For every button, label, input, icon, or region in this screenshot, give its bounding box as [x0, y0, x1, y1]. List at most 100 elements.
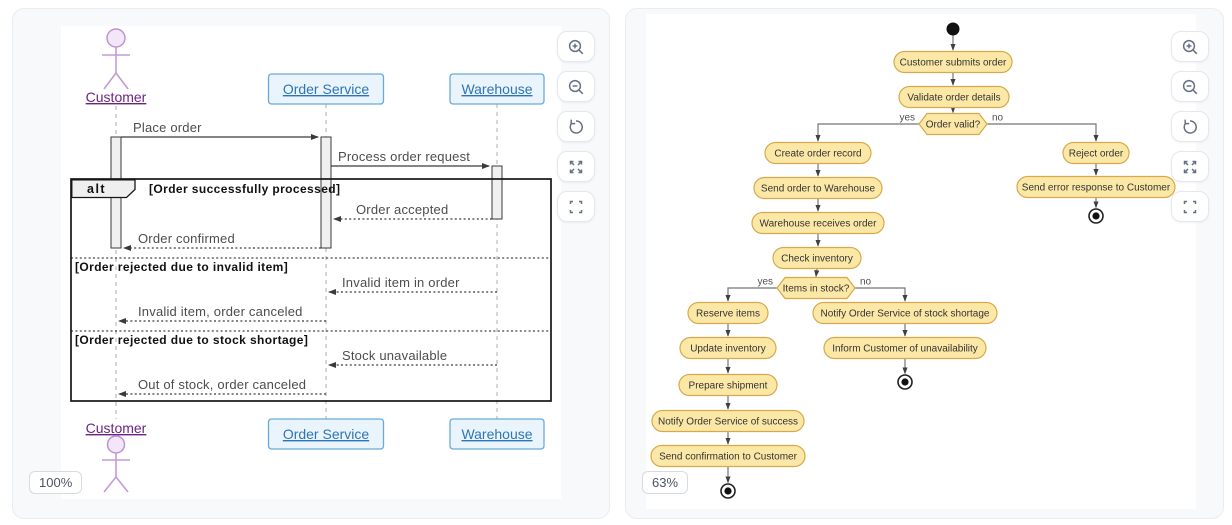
zoom-out-button[interactable]	[1171, 71, 1209, 102]
node-create-order-record: Create order record	[764, 141, 872, 165]
svg-text:Reject order: Reject order	[1069, 149, 1124, 160]
activity-diagram-canvas[interactable]: Customer submits order Validate order de…	[646, 14, 1196, 509]
node-reject-order: Reject order	[1062, 141, 1130, 165]
branch-label-yes: yes	[899, 113, 915, 124]
svg-text:Warehouse receives order: Warehouse receives order	[760, 219, 878, 230]
svg-text:Order confirmed: Order confirmed	[138, 231, 235, 246]
participant-order-service-top: Order Service	[267, 73, 385, 105]
svg-text:Customer submits order: Customer submits order	[900, 58, 1007, 69]
decision-order-valid: Order valid? yes no	[899, 113, 1004, 136]
expand-button[interactable]	[557, 151, 595, 182]
zoom-out-icon	[568, 79, 584, 94]
participant-warehouse-top: Warehouse	[449, 73, 545, 105]
activation-warehouse	[491, 165, 503, 220]
zoom-level-badge: 100%	[29, 471, 83, 494]
svg-text:Check inventory: Check inventory	[781, 254, 853, 265]
sequence-diagram-canvas[interactable]: Customer Order Service Warehouse Plac	[61, 26, 561, 499]
branch-label-yes: yes	[757, 277, 773, 288]
node-notify-order-service-of-stock-shortage: Notify Order Service of stock shortage	[812, 301, 998, 325]
message-out-of-stock-order-canceled: Out of stock, order canceled	[118, 377, 326, 397]
svg-text:Place order: Place order	[133, 120, 202, 135]
reset-view-button[interactable]	[557, 111, 595, 142]
svg-text:Update inventory: Update inventory	[690, 344, 766, 355]
reset-view-icon	[1183, 119, 1197, 134]
svg-text:Items in stock?: Items in stock?	[783, 284, 850, 295]
node-send-error-response-to-customer: Send error response to Customer	[1016, 175, 1176, 199]
alt-operator: alt	[87, 182, 106, 196]
node-notify-order-service-of-success: Notify Order Service of success	[651, 409, 805, 433]
node-send-order-to-warehouse: Send order to Warehouse	[753, 176, 883, 200]
node-check-inventory: Check inventory	[772, 246, 862, 270]
guard-success: [Order successfully processed]	[149, 182, 340, 196]
actor-customer-top: Customer	[86, 28, 147, 105]
node-update-inventory: Update inventory	[679, 336, 777, 360]
actor-label-customer-bottom: Customer	[86, 420, 147, 436]
svg-text:Stock unavailable: Stock unavailable	[342, 348, 447, 363]
actor-label-customer: Customer	[86, 89, 147, 105]
fit-to-screen-button[interactable]	[557, 191, 595, 222]
branch-label-no: no	[860, 277, 872, 288]
actor-customer-bottom: Customer	[86, 420, 147, 493]
fit-to-screen-icon	[1183, 200, 1197, 213]
node-inform-customer-of-unavailability: Inform Customer of unavailability	[823, 336, 987, 360]
svg-text:Invalid item in order: Invalid item in order	[342, 275, 460, 290]
node-send-confirmation-to-customer: Send confirmation to Customer	[650, 444, 806, 468]
expand-icon	[569, 160, 583, 173]
fit-to-screen-button[interactable]	[1171, 191, 1209, 222]
svg-text:Order valid?: Order valid?	[926, 120, 981, 131]
svg-text:Send order to Warehouse: Send order to Warehouse	[761, 184, 876, 195]
message-place-order: Place order	[121, 120, 319, 140]
zoom-out-button[interactable]	[557, 71, 595, 102]
message-invalid-item-in-order: Invalid item in order	[328, 275, 497, 295]
message-process-order-request: Process order request	[331, 149, 490, 169]
fit-to-screen-icon	[569, 200, 583, 213]
participant-label-warehouse-bottom: Warehouse	[461, 426, 532, 442]
reset-view-icon	[569, 119, 583, 134]
svg-text:Invalid item, order canceled: Invalid item, order canceled	[138, 304, 303, 319]
zoom-in-button[interactable]	[1171, 31, 1209, 62]
message-invalid-item-order-canceled: Invalid item, order canceled	[118, 304, 326, 324]
participant-order-service-bottom: Order Service	[267, 418, 385, 450]
message-stock-unavailable: Stock unavailable	[328, 348, 497, 368]
actor-head	[106, 435, 126, 454]
svg-text:Notify Order Service of succes: Notify Order Service of success	[658, 417, 798, 428]
right-panel-zoom-controls	[1171, 31, 1209, 222]
alt-fragment-pentagon	[71, 179, 136, 199]
start-node	[946, 22, 960, 36]
reset-view-button[interactable]	[1171, 111, 1209, 142]
node-reserve-items: Reserve items	[687, 301, 769, 325]
svg-text:Create order record: Create order record	[774, 149, 861, 160]
activation-order-service	[320, 136, 332, 249]
participant-label-warehouse: Warehouse	[461, 81, 532, 97]
svg-text:Inform Customer of unavailabil: Inform Customer of unavailability	[832, 344, 978, 355]
zoom-in-button[interactable]	[557, 31, 595, 62]
svg-text:Send error response to Custome: Send error response to Customer	[1022, 183, 1171, 194]
end-node-stock-shortage	[897, 374, 913, 390]
guard-stock-shortage: [Order rejected due to stock shortage]	[75, 333, 308, 347]
message-order-accepted: Order accepted	[333, 202, 492, 222]
activity-flow-edges	[725, 35, 1099, 484]
svg-text:Validate order details: Validate order details	[907, 93, 1000, 104]
participant-label-order-service: Order Service	[283, 81, 370, 97]
expand-icon	[1183, 160, 1197, 173]
end-node-rejected	[1088, 208, 1104, 224]
guard-invalid-item: [Order rejected due to invalid item]	[75, 260, 288, 274]
svg-text:Prepare shipment: Prepare shipment	[689, 381, 768, 392]
end-node-success	[720, 483, 736, 499]
zoom-in-icon	[568, 39, 584, 54]
branch-label-no: no	[992, 113, 1004, 124]
participant-warehouse-bottom: Warehouse	[449, 418, 545, 450]
activity-diagram-panel: Customer submits order Validate order de…	[625, 8, 1224, 519]
svg-text:Send confirmation to Customer: Send confirmation to Customer	[659, 452, 798, 463]
zoom-in-icon	[1182, 39, 1198, 54]
zoom-out-icon	[1182, 79, 1198, 94]
sequence-diagram: Customer Order Service Warehouse Plac	[70, 28, 552, 493]
decision-items-in-stock: Items in stock? yes no	[757, 277, 872, 300]
participant-label-order-service-bottom: Order Service	[283, 426, 370, 442]
zoom-level-badge: 63%	[642, 471, 689, 494]
svg-text:Order accepted: Order accepted	[356, 202, 448, 217]
svg-text:Notify Order Service of stock: Notify Order Service of stock shortage	[821, 309, 990, 320]
svg-text:Out of stock, order canceled: Out of stock, order canceled	[138, 377, 306, 392]
expand-button[interactable]	[1171, 151, 1209, 182]
